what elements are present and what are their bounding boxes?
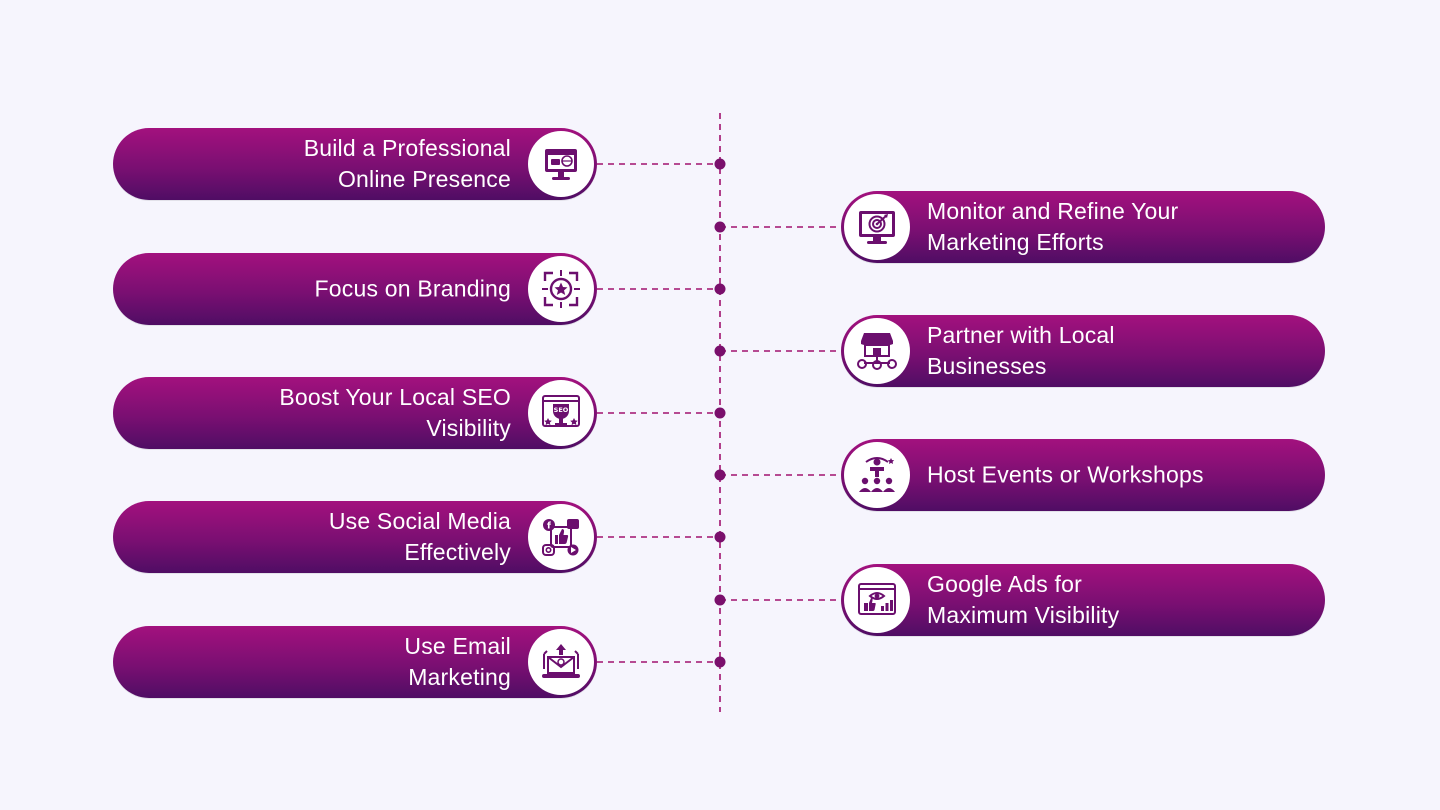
spine-dot xyxy=(714,407,726,419)
seo-trophy-icon: SEO xyxy=(542,395,580,427)
step-label: Use Social Media Effectively xyxy=(328,508,511,565)
svg-text:SEO: SEO xyxy=(554,406,569,414)
step-monitor-refine-marketing: Monitor and Refine Your Marketing Effort… xyxy=(841,191,1325,263)
icon-badge xyxy=(844,194,910,260)
step-label: Google Ads for Maximum Visibility xyxy=(927,571,1120,628)
icon-badge: SEO xyxy=(528,380,594,446)
icon-badge xyxy=(844,442,910,508)
social-media-icon: f xyxy=(542,519,579,556)
step-label: Use Email Marketing xyxy=(404,633,511,690)
step-host-events-workshops: Host Events or Workshops xyxy=(841,439,1325,511)
step-label: Partner with Local Businesses xyxy=(927,322,1115,379)
icon-badge xyxy=(528,256,594,322)
star-target-icon xyxy=(542,270,580,308)
icon-badge xyxy=(528,131,594,197)
spine-dot xyxy=(714,531,726,543)
storefront-network-icon xyxy=(857,333,897,370)
spine-dot xyxy=(714,656,726,668)
step-partner-local-businesses: Partner with Local Businesses xyxy=(841,315,1325,387)
step-focus-on-branding: Focus on Branding xyxy=(113,253,597,325)
monitor-target-icon xyxy=(859,211,895,244)
svg-text:f: f xyxy=(547,522,551,532)
spine-dot xyxy=(714,594,726,606)
spine-dot xyxy=(714,158,726,170)
step-use-social-media-effectively: Use Social Media Effectively f xyxy=(113,501,597,573)
icon-badge xyxy=(844,567,910,633)
monitor-globe-icon xyxy=(545,149,577,180)
step-label: Monitor and Refine Your Marketing Effort… xyxy=(927,198,1179,255)
spine-dot xyxy=(714,469,726,481)
step-label: Build a Professional Online Presence xyxy=(303,135,511,192)
spine-dot xyxy=(714,283,726,295)
step-build-professional-online-presence: Build a Professional Online Presence xyxy=(113,128,597,200)
step-label: Boost Your Local SEO Visibility xyxy=(279,384,511,441)
step-label: Host Events or Workshops xyxy=(927,461,1204,488)
step-label: Focus on Branding xyxy=(314,275,511,302)
spine-dot xyxy=(714,345,726,357)
email-laptop-icon xyxy=(542,644,580,678)
step-use-email-marketing: Use Email Marketing xyxy=(113,626,597,698)
workshop-audience-icon xyxy=(859,457,895,492)
icon-badge xyxy=(528,629,594,695)
step-boost-local-seo-visibility: Boost Your Local SEO Visibility SEO xyxy=(113,377,597,449)
spine-dot xyxy=(714,221,726,233)
icon-badge xyxy=(844,318,910,384)
ads-analytics-icon xyxy=(858,583,896,615)
icon-badge: f xyxy=(528,504,594,570)
step-google-ads-visibility: Google Ads for Maximum Visibility xyxy=(841,564,1325,636)
